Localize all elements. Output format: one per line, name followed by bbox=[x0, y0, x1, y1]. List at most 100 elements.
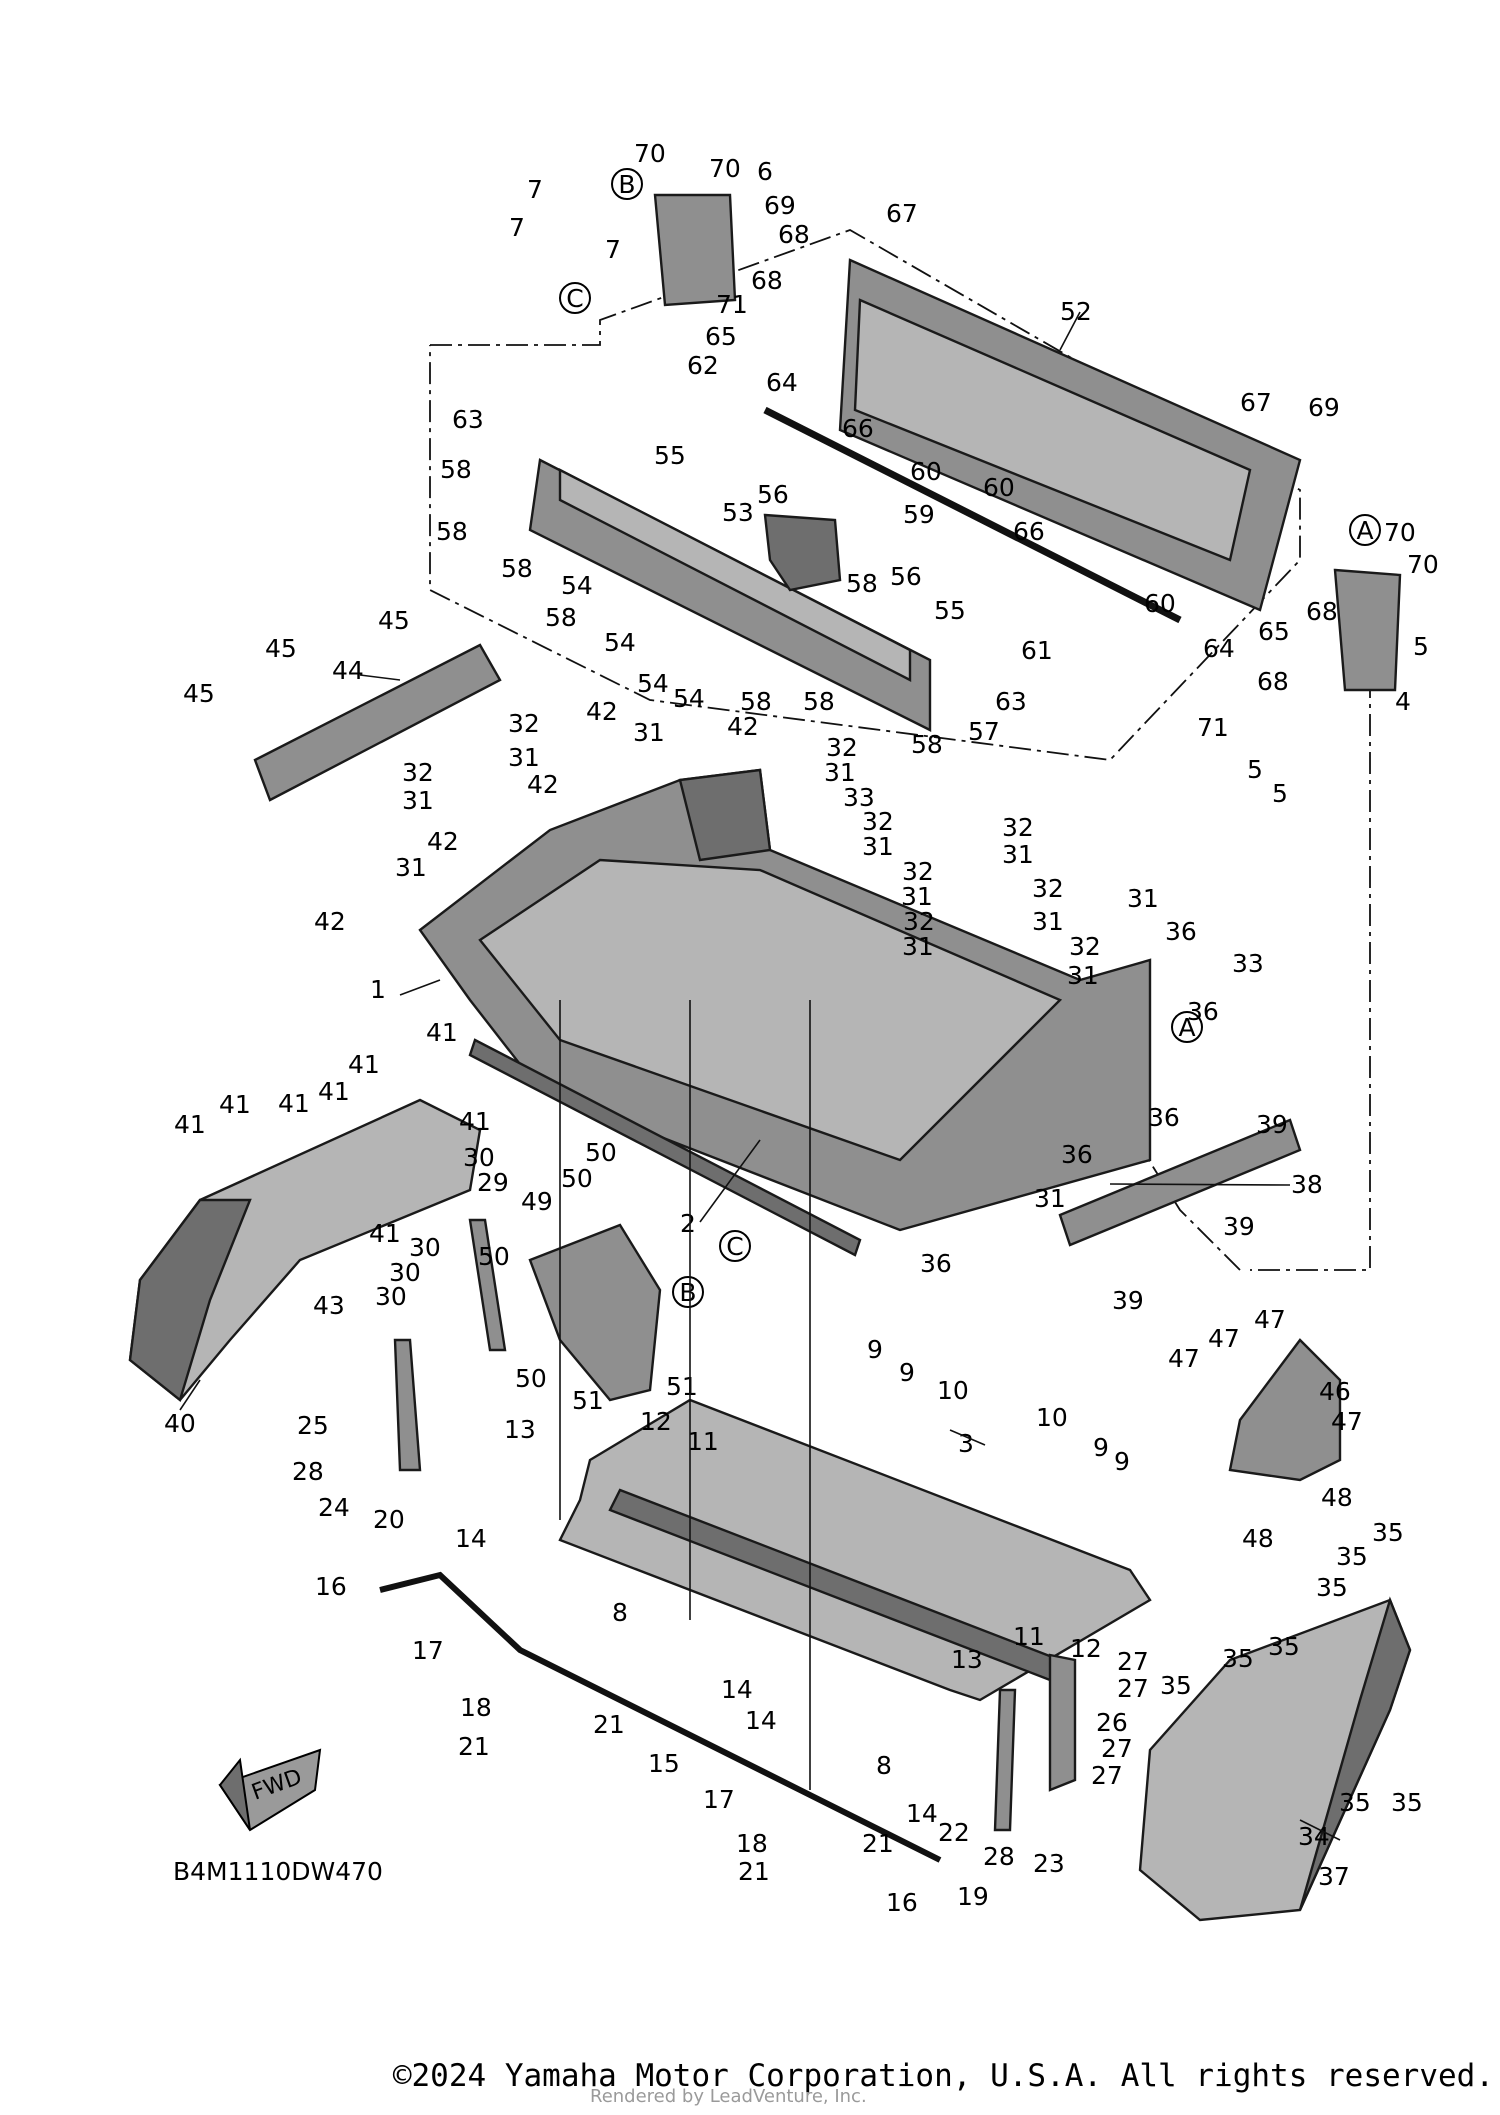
callout-55: 55 bbox=[654, 441, 686, 470]
callout-70b: 70 bbox=[709, 154, 741, 183]
callout-35h: 35 bbox=[1391, 1788, 1423, 1817]
callout-42e: 42 bbox=[314, 907, 346, 936]
callout-18: 18 bbox=[460, 1693, 492, 1722]
callout-36d: 36 bbox=[1061, 1140, 1093, 1169]
callout-15: 15 bbox=[648, 1749, 680, 1778]
callout-54c: 54 bbox=[637, 669, 669, 698]
callout-50d: 50 bbox=[515, 1364, 547, 1393]
callout-28b: 28 bbox=[983, 1842, 1015, 1871]
callout-33: 33 bbox=[843, 783, 875, 812]
callout-54b: 54 bbox=[604, 628, 636, 657]
shock-link-right bbox=[1048, 1653, 1077, 1792]
callout-41h: 41 bbox=[369, 1219, 401, 1248]
callout-9d: 9 bbox=[1114, 1447, 1130, 1476]
svg-text:A: A bbox=[1178, 1013, 1195, 1042]
callout-4: 4 bbox=[1395, 687, 1411, 716]
callout-35c: 35 bbox=[1316, 1573, 1348, 1602]
callout-70c: 70 bbox=[1384, 518, 1416, 547]
callout-65b: 65 bbox=[1258, 617, 1290, 646]
callout-31c: 31 bbox=[402, 786, 434, 815]
callout-35e: 35 bbox=[1222, 1644, 1254, 1673]
callout-56b: 56 bbox=[890, 562, 922, 591]
callout-2: 2 bbox=[680, 1209, 696, 1238]
callout-35g: 35 bbox=[1339, 1788, 1371, 1817]
mud-guard-right bbox=[1228, 1338, 1342, 1482]
callout-32i: 32 bbox=[1069, 932, 1101, 961]
callout-24: 24 bbox=[318, 1493, 350, 1522]
bed-frame bbox=[558, 1398, 1152, 1702]
callout-27b: 27 bbox=[1117, 1674, 1149, 1703]
callout-33b: 33 bbox=[1232, 949, 1264, 978]
callout-58h: 58 bbox=[911, 730, 943, 759]
callout-32c: 32 bbox=[826, 733, 858, 762]
mud-guard-left bbox=[528, 1223, 662, 1402]
callout-50c: 50 bbox=[478, 1242, 510, 1271]
callout-14: 14 bbox=[455, 1524, 487, 1553]
callout-48: 48 bbox=[1321, 1483, 1353, 1512]
callout-45: 45 bbox=[183, 679, 215, 708]
callout-68d: 68 bbox=[1257, 667, 1289, 696]
callout-14c: 14 bbox=[745, 1706, 777, 1735]
callout-35d: 35 bbox=[1268, 1632, 1300, 1661]
callout-51: 51 bbox=[572, 1386, 604, 1415]
callout-31l: 31 bbox=[1127, 884, 1159, 913]
svg-text:A: A bbox=[1356, 516, 1373, 545]
svg-text:C: C bbox=[566, 284, 583, 313]
callout-41c: 41 bbox=[278, 1089, 310, 1118]
callout-25: 25 bbox=[297, 1411, 329, 1440]
callout-31e: 31 bbox=[824, 758, 856, 787]
callout-7c: 7 bbox=[605, 235, 621, 264]
callout-51b: 51 bbox=[666, 1372, 698, 1401]
callout-39c: 39 bbox=[1112, 1286, 1144, 1315]
callout-71b: 71 bbox=[1197, 713, 1229, 742]
ref-mark-b: B bbox=[611, 168, 643, 200]
callout-43: 43 bbox=[313, 1291, 345, 1320]
callout-9: 9 bbox=[867, 1335, 883, 1364]
callout-30d: 30 bbox=[375, 1282, 407, 1311]
tailgate-hinge-right bbox=[1333, 568, 1402, 692]
callout-1: 1 bbox=[370, 975, 386, 1004]
tie-rod-left bbox=[393, 1338, 422, 1472]
callout-53: 53 bbox=[722, 498, 754, 527]
bed-side-trim-strip bbox=[468, 1038, 862, 1257]
callout-56: 56 bbox=[757, 480, 789, 509]
callout-70d: 70 bbox=[1407, 550, 1439, 579]
callout-12: 12 bbox=[640, 1407, 672, 1436]
callout-60c: 60 bbox=[1144, 589, 1176, 618]
callout-60: 60 bbox=[910, 457, 942, 486]
callout-47c: 47 bbox=[1168, 1344, 1200, 1373]
callout-40: 40 bbox=[164, 1409, 196, 1438]
callout-58c: 58 bbox=[501, 554, 533, 583]
ref-mark-c-2: C bbox=[719, 1230, 751, 1262]
callout-58f: 58 bbox=[740, 687, 772, 716]
callout-57: 57 bbox=[968, 717, 1000, 746]
callout-31d: 31 bbox=[395, 853, 427, 882]
callout-32g: 32 bbox=[1002, 813, 1034, 842]
forward-direction-icon: FWD bbox=[218, 1748, 322, 1832]
callout-45c: 45 bbox=[378, 606, 410, 635]
callout-27: 27 bbox=[1117, 1647, 1149, 1676]
callout-13b: 13 bbox=[951, 1645, 983, 1674]
callout-27c: 27 bbox=[1101, 1734, 1133, 1763]
callout-30c: 30 bbox=[389, 1258, 421, 1287]
callout-55b: 55 bbox=[934, 596, 966, 625]
callout-32h: 32 bbox=[1032, 874, 1064, 903]
callout-58: 58 bbox=[440, 455, 472, 484]
callout-17: 17 bbox=[412, 1636, 444, 1665]
callout-28: 28 bbox=[292, 1457, 324, 1486]
callout-66: 66 bbox=[842, 414, 874, 443]
callout-46: 46 bbox=[1319, 1377, 1351, 1406]
callout-21d: 21 bbox=[738, 1857, 770, 1886]
callout-66b: 66 bbox=[1013, 517, 1045, 546]
stabilizer-bar bbox=[379, 1571, 942, 1863]
callout-44: 44 bbox=[332, 656, 364, 685]
bed-side-rail-left bbox=[253, 643, 502, 802]
ref-mark-c: C bbox=[559, 282, 591, 314]
callout-58b: 58 bbox=[436, 517, 468, 546]
side-mount-boundary bbox=[1250, 600, 1371, 1271]
callout-38: 38 bbox=[1291, 1170, 1323, 1199]
callout-42c: 42 bbox=[527, 770, 559, 799]
callout-36b: 36 bbox=[1187, 997, 1219, 1026]
callout-8: 8 bbox=[612, 1598, 628, 1627]
callout-32: 32 bbox=[508, 709, 540, 738]
